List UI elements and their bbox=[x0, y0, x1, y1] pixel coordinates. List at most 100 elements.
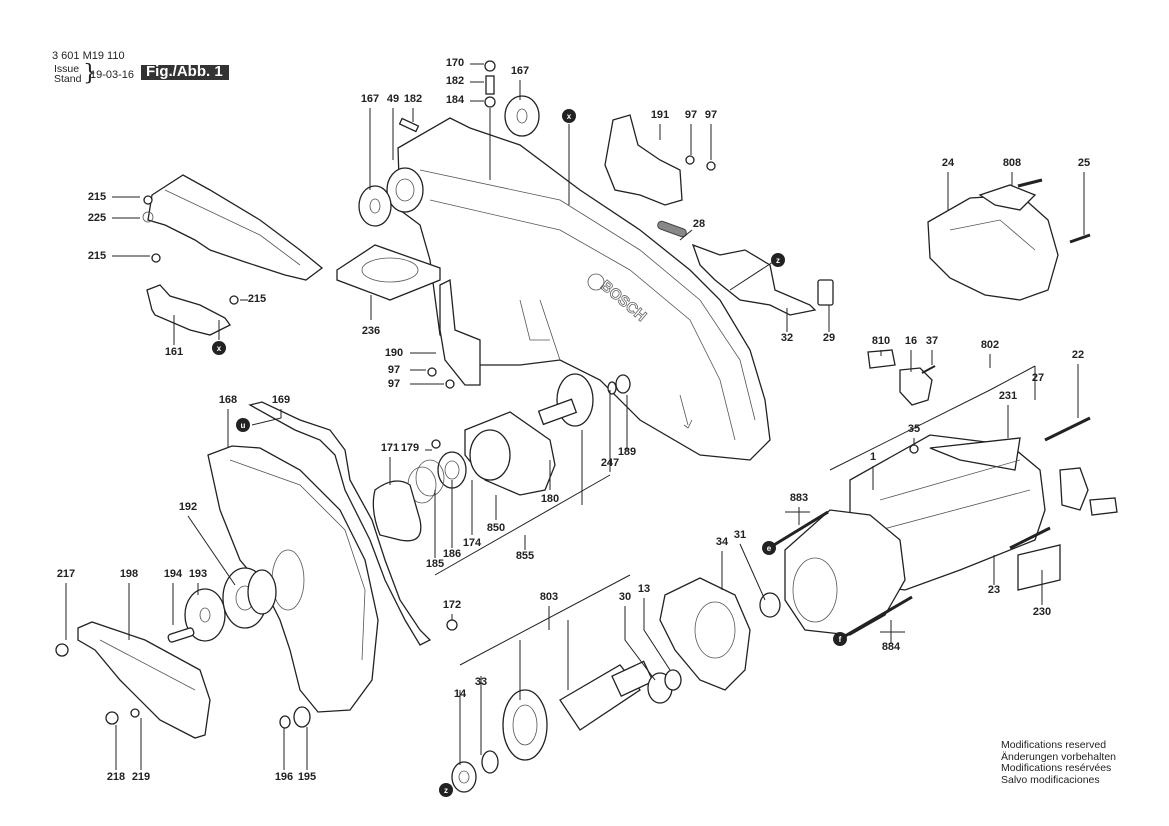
svg-text:e: e bbox=[767, 544, 772, 553]
part-label-22: 22 bbox=[1072, 349, 1084, 361]
part-label-179: 179 bbox=[401, 442, 419, 454]
part-label-195: 195 bbox=[298, 771, 316, 783]
part-label-169: 169 bbox=[272, 394, 290, 406]
connector-marker-x: x bbox=[562, 109, 576, 123]
part-label-31: 31 bbox=[734, 529, 746, 541]
part-label-225: 225 bbox=[88, 212, 106, 224]
field-stator bbox=[784, 509, 906, 636]
part-label-189: 189 bbox=[618, 446, 636, 458]
part-label-884: 884 bbox=[882, 641, 901, 653]
part-label-33: 33 bbox=[475, 676, 487, 688]
part-label-168: 168 bbox=[219, 394, 237, 406]
part-label-192: 192 bbox=[179, 501, 197, 513]
part-label-25: 25 bbox=[1078, 157, 1090, 169]
brush-holder-16 bbox=[867, 349, 1118, 516]
part-label-219: 219 bbox=[132, 771, 150, 783]
part-label-161: 161 bbox=[165, 346, 183, 358]
part-label-97: 97 bbox=[705, 109, 717, 121]
document-number: 3 601 M19 110 bbox=[52, 50, 125, 62]
guard-lever-169 bbox=[248, 401, 432, 646]
part-label-802: 802 bbox=[981, 339, 999, 351]
part-label-180: 180 bbox=[541, 493, 559, 505]
top-guard-225 bbox=[142, 174, 324, 281]
side-cover-198 bbox=[55, 621, 211, 739]
spring-28 bbox=[657, 220, 687, 238]
part-label-35: 35 bbox=[908, 423, 920, 435]
part-label-97: 97 bbox=[388, 364, 400, 376]
upper-arm-housing: BOSCH bbox=[386, 117, 771, 461]
modifications-de: Änderungen vorbehalten bbox=[1001, 750, 1117, 763]
svg-text:x: x bbox=[567, 112, 572, 121]
part-label-182: 182 bbox=[446, 75, 464, 87]
connector-marker-x: x bbox=[212, 341, 226, 355]
bracket-191 bbox=[604, 114, 683, 206]
issue-stand-label: Issue Stand bbox=[54, 63, 82, 85]
label-230 bbox=[1017, 544, 1061, 591]
modifications-es: Salvo modificaciones bbox=[1001, 773, 1100, 786]
part-label-190: 190 bbox=[385, 347, 403, 359]
bearing-flange-180 bbox=[372, 411, 556, 542]
part-label-196: 196 bbox=[275, 771, 293, 783]
part-label-855: 855 bbox=[516, 550, 534, 562]
part-label-194: 194 bbox=[164, 568, 183, 580]
plate-236 bbox=[336, 244, 441, 301]
svg-text:z: z bbox=[444, 786, 448, 795]
part-label-171: 171 bbox=[381, 442, 399, 454]
part-label-808: 808 bbox=[1003, 157, 1021, 169]
part-label-28: 28 bbox=[693, 218, 705, 230]
stand-label: Stand bbox=[54, 73, 82, 85]
svg-text:u: u bbox=[241, 421, 246, 430]
screws bbox=[143, 60, 1091, 631]
gear-shaft bbox=[537, 373, 631, 427]
figure-label: Fig./Abb. 1 bbox=[141, 64, 229, 80]
part-label-37: 37 bbox=[926, 335, 938, 347]
svg-text:z: z bbox=[776, 256, 780, 265]
part-label-97: 97 bbox=[388, 378, 400, 390]
part-label-198: 198 bbox=[120, 568, 138, 580]
part-label-97: 97 bbox=[685, 109, 697, 121]
connector-marker-z: z bbox=[771, 253, 785, 267]
bolt-right bbox=[1009, 526, 1051, 550]
part-label-217: 217 bbox=[57, 568, 75, 580]
svg-text:f: f bbox=[839, 635, 842, 644]
armature-803 bbox=[451, 660, 654, 793]
wire-884 bbox=[839, 595, 913, 641]
part-label-49: 49 bbox=[387, 93, 399, 105]
part-label-170: 170 bbox=[446, 57, 464, 69]
part-label-27: 27 bbox=[1032, 372, 1044, 384]
leader-lines bbox=[65, 63, 1085, 770]
washer-195 bbox=[293, 706, 311, 728]
part-label-14: 14 bbox=[454, 688, 467, 700]
modifications-en: Modifications reserved bbox=[1001, 739, 1107, 751]
bolt-22 bbox=[1044, 416, 1091, 442]
part-label-191: 191 bbox=[651, 109, 669, 121]
flange-set-193 bbox=[167, 567, 277, 643]
fan-baffle-34 bbox=[647, 577, 781, 704]
part-label-34: 34 bbox=[716, 536, 729, 548]
part-label-230: 230 bbox=[1033, 606, 1051, 618]
part-label-30: 30 bbox=[619, 591, 631, 603]
part-label-810: 810 bbox=[872, 335, 890, 347]
connector-marker-u: u bbox=[236, 418, 250, 432]
blade-guard-168 bbox=[207, 445, 379, 713]
brace-glyph: } bbox=[83, 61, 97, 86]
part-label-29: 29 bbox=[823, 332, 835, 344]
part-label-1: 1 bbox=[870, 451, 876, 463]
part-label-215: 215 bbox=[88, 250, 106, 262]
bracket-190 bbox=[439, 278, 481, 386]
part-label-231: 231 bbox=[999, 390, 1017, 402]
part-label-218: 218 bbox=[107, 771, 125, 783]
part-label-172: 172 bbox=[443, 599, 461, 611]
svg-text:x: x bbox=[217, 344, 222, 353]
part-label-236: 236 bbox=[362, 325, 380, 337]
part-label-185: 185 bbox=[426, 558, 444, 570]
part-label-32: 32 bbox=[781, 332, 793, 344]
part-label-16: 16 bbox=[905, 335, 917, 347]
plate-161 bbox=[146, 284, 231, 336]
part-label-803: 803 bbox=[540, 591, 558, 603]
issue-label: Issue bbox=[54, 63, 80, 75]
connector-marker-e: e bbox=[762, 541, 776, 555]
part-label-883: 883 bbox=[790, 492, 808, 504]
